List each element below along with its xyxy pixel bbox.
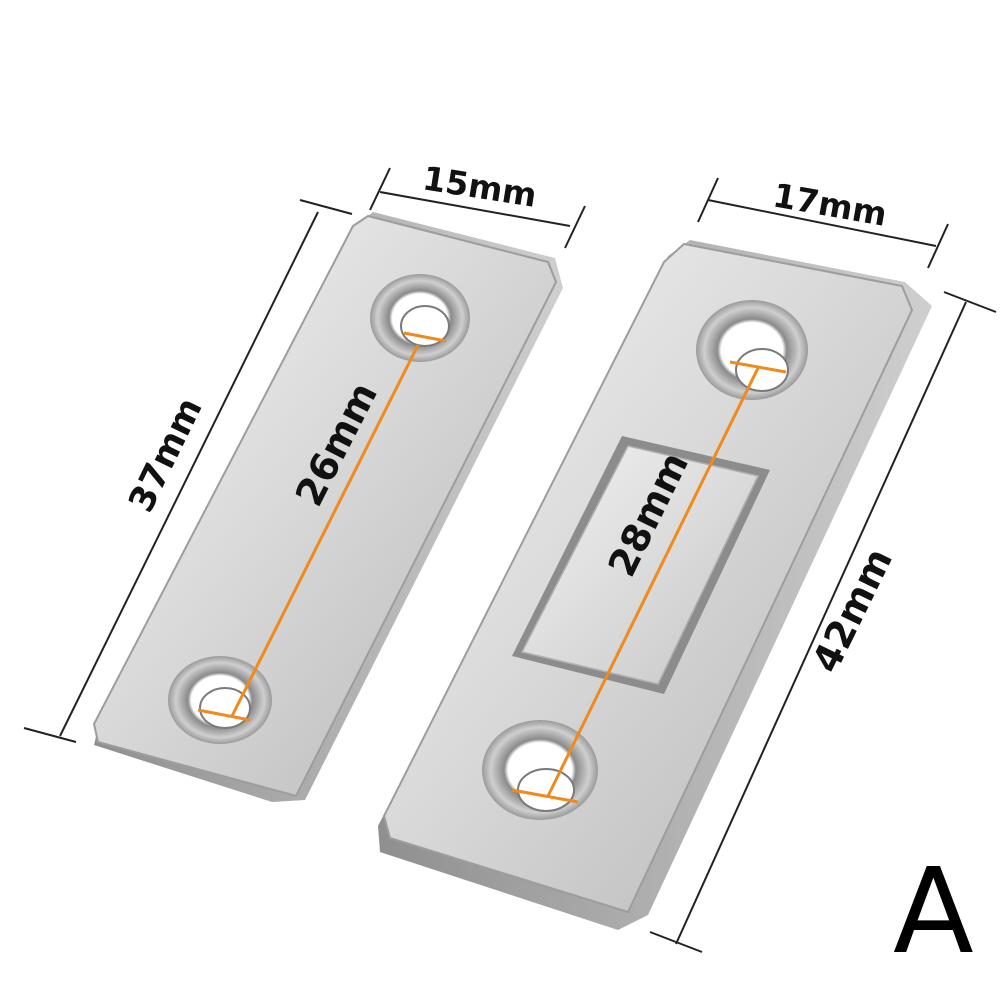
large-plate-width-dimension <box>697 177 949 269</box>
large-plate-bottom-hole-center <box>517 768 575 812</box>
large-plate-hole-spacing-line <box>546 367 760 797</box>
small-plate-width-dimension <box>369 167 586 249</box>
small-plate-hole-spacing-line <box>230 344 420 717</box>
large-plate-top-hole-center <box>735 348 789 392</box>
small-plate-length-dimension <box>23 199 353 743</box>
small-plate-face <box>92 214 558 798</box>
variant-label: A <box>893 842 974 980</box>
large-plate-length-label: 42mm <box>804 541 901 679</box>
small-plate-bottom-tick <box>197 708 251 722</box>
large-plate <box>378 240 932 930</box>
small-plate-width-label: 15mm <box>420 158 539 214</box>
large-plate-length-dimension <box>649 291 997 953</box>
small-plate-top-tick <box>403 331 447 343</box>
large-plate-top-tick <box>729 360 787 374</box>
large-plate-magnet <box>520 445 760 685</box>
small-plate <box>92 212 563 802</box>
large-plate-bottom-tick <box>511 788 579 804</box>
